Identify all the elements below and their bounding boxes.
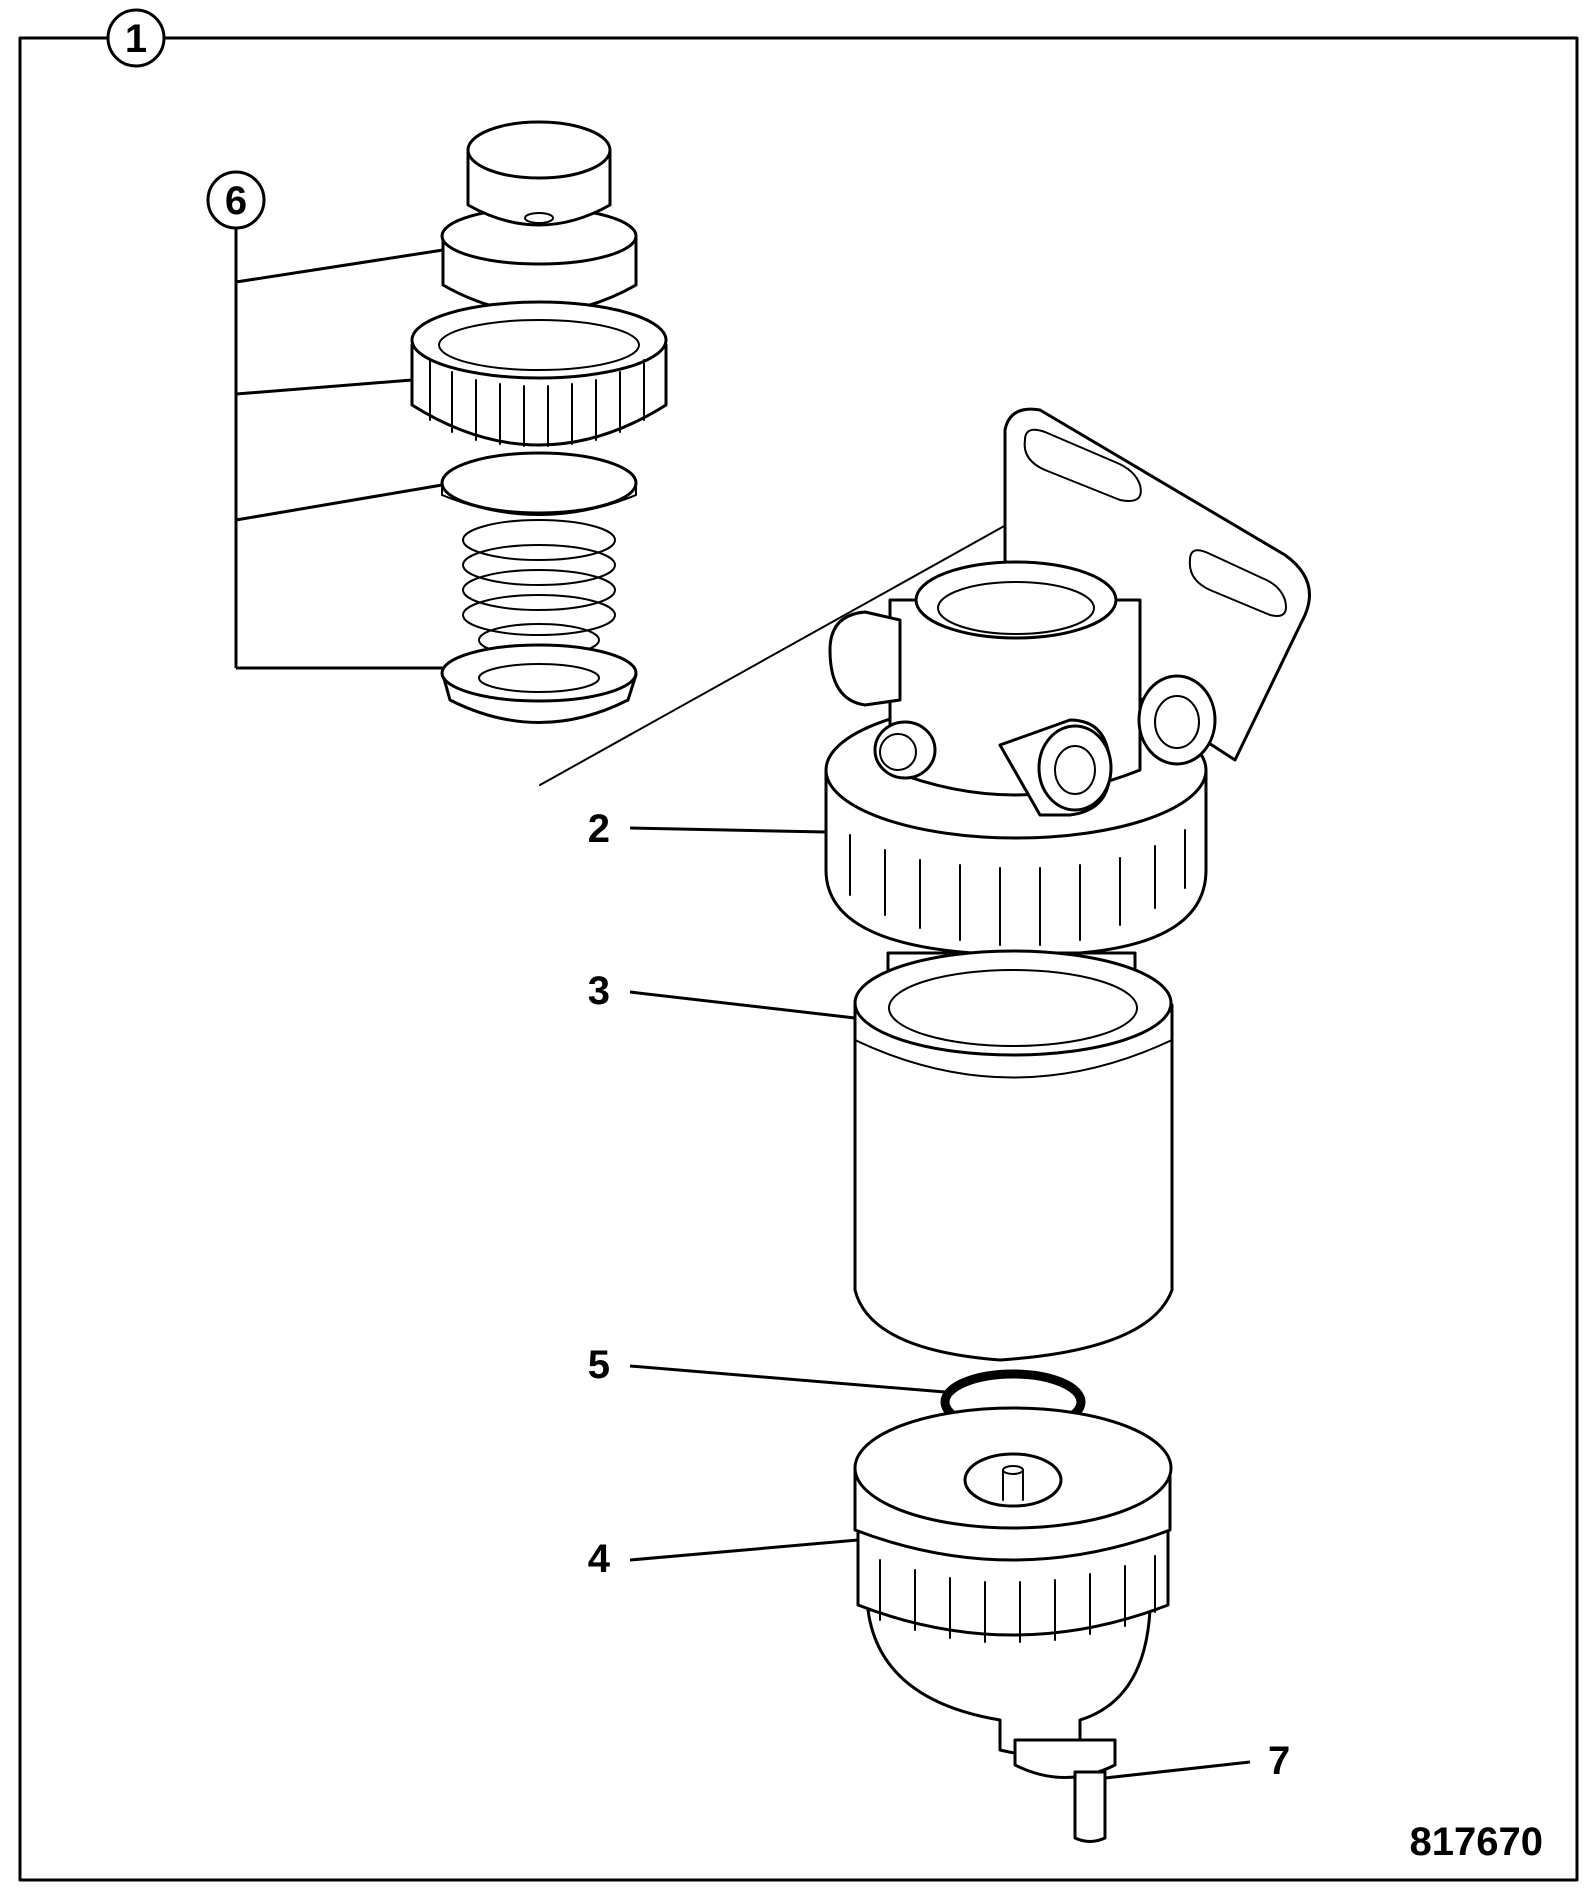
bracket-slot-upper [1023,428,1142,502]
filter-element-body [853,1003,1174,1362]
bleed-screw [873,720,937,780]
callout-4-label: 4 [588,1537,611,1581]
primer-cap [440,120,638,314]
callout-4-leader [629,1538,859,1562]
callout-3-label: 3 [588,969,610,1013]
bracket-slot-lower [1188,549,1287,617]
callout-2-label: 2 [588,807,610,851]
filter-head-part-2: 2 [588,407,1311,957]
callout-1: 1 [106,8,166,68]
mounting-bracket [1003,407,1311,762]
primer-spring [462,519,616,657]
callout-5-leader [629,1364,946,1394]
primer-retaining-ring [410,300,668,447]
head-port-right [1137,674,1217,766]
drain-plug-part-7: 7 [1013,1738,1290,1843]
primer-kit-part-6: 6 [206,120,668,724]
callout-2-leader [629,826,827,834]
callout-6-label: 6 [225,179,247,223]
callout-7-leader [1104,1760,1251,1780]
head-port-front [998,718,1113,817]
bowl-center-stud [1002,1469,1024,1501]
primer-disc [440,451,638,516]
callout-5-label: 5 [588,1343,610,1387]
head-port-left [828,610,902,707]
drain-plug-stem [1073,1770,1107,1843]
callout-3-leader [629,990,856,1020]
water-bowl-part-4: 4 [588,1406,1173,1757]
primer-base-cup [440,643,638,724]
callout-6-bracket [234,228,444,670]
reference-number: 817670 [1410,1820,1543,1864]
callout-7-label: 7 [1268,1739,1290,1783]
callout-6: 6 [206,170,266,230]
filter-element-part-3: 3 [588,949,1174,1362]
callout-1-label: 1 [125,17,147,61]
diagram-frame [18,36,1579,1882]
